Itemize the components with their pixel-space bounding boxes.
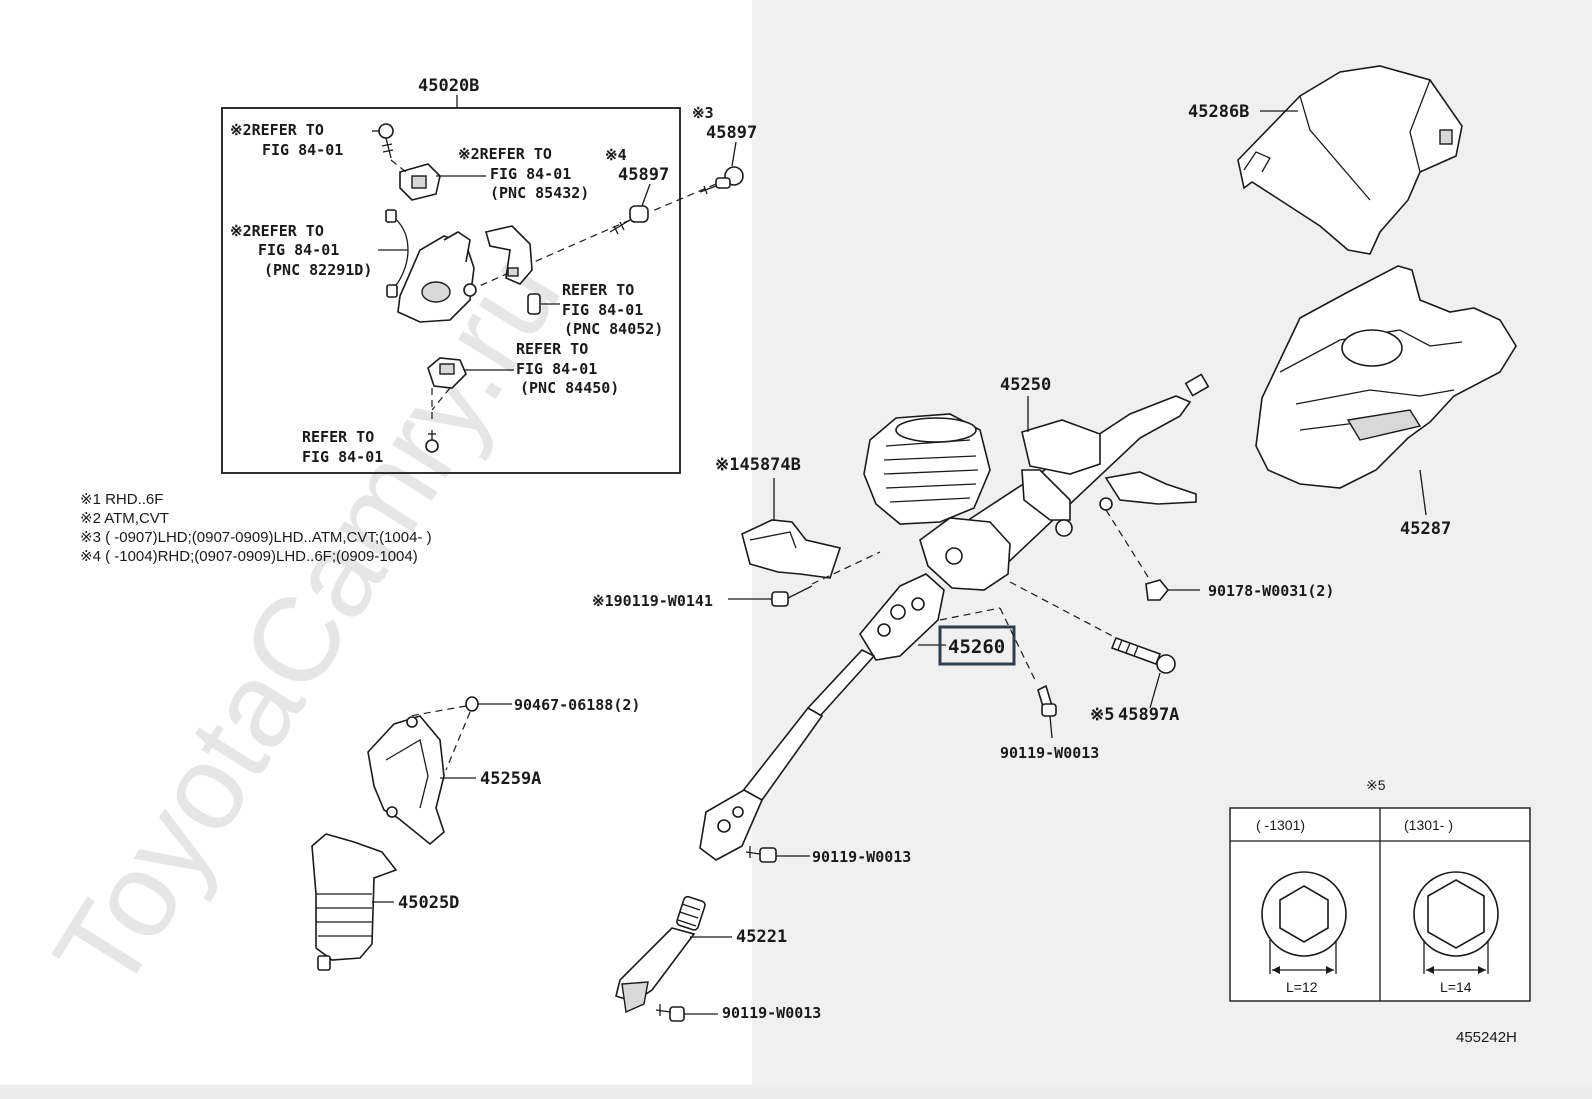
part-number-45250: 45250 bbox=[1000, 375, 1051, 395]
steering-column-assembly-icon bbox=[863, 373, 1210, 591]
part-number-90119-a: 90119-W0013 bbox=[1000, 744, 1099, 762]
note-line: ※4 ( -1004)RHD;(0907-0909)LHD..6F;(0909-… bbox=[80, 548, 418, 565]
column-hole-cover-icon bbox=[367, 715, 445, 846]
lower-column-cover-icon bbox=[1255, 265, 1517, 489]
clip-icon bbox=[465, 696, 479, 712]
group-part-number: 45020B bbox=[418, 76, 479, 96]
part-number-90119-b: 90119-W0013 bbox=[812, 848, 911, 866]
part-number-45286b: 45286B bbox=[1188, 102, 1249, 122]
part-number-90178: 90178-W0031(2) bbox=[1208, 582, 1334, 600]
steering-shaft-icon bbox=[615, 895, 706, 1014]
part-number-45897-b: 45897 bbox=[706, 123, 757, 143]
bolt-icon bbox=[771, 585, 813, 607]
bolt-icon bbox=[699, 166, 744, 195]
bottom-strip bbox=[0, 1085, 1592, 1099]
callout-mark: ※2 bbox=[230, 121, 252, 139]
hex-bolt-head-icon bbox=[1261, 871, 1347, 974]
callout-line: REFER TO bbox=[562, 281, 634, 299]
upper-column-cover-icon bbox=[1237, 65, 1463, 255]
callout-line: REFER TO bbox=[480, 145, 552, 163]
hex-bolt-head-icon bbox=[1413, 871, 1499, 974]
callout-mark: ※3 bbox=[692, 104, 714, 122]
callout-mark: ※2 bbox=[458, 145, 480, 163]
svg-text:※2REFER TO: ※2REFER TO bbox=[458, 145, 552, 163]
callout-mark: ※2 bbox=[230, 222, 252, 240]
callout-line: REFER TO bbox=[252, 222, 324, 240]
steering-lock-body-icon bbox=[397, 225, 533, 323]
callout-line: FIG 84-01 bbox=[490, 165, 571, 183]
inset-table: ※5 ( -1301) (1301- ) L=12 bbox=[1229, 777, 1531, 1002]
callout-line: FIG 84-01 bbox=[302, 448, 383, 466]
callout-mark: ※5 bbox=[1090, 705, 1114, 725]
part-number-90119-c: 90119-W0013 bbox=[722, 1004, 821, 1022]
part-number-45260: 45260 bbox=[948, 636, 1005, 658]
notes-block: ※1 RHD..6F ※2 ATM,CVT ※3 ( -0907)LHD;(09… bbox=[80, 491, 432, 565]
callout-mark: ※4 bbox=[605, 146, 627, 164]
group-box-45020b: 45020B ※2REFER TO FIG 84-01 ※2REFER TO F… bbox=[221, 76, 757, 474]
callout-line: FIG 84-01 bbox=[562, 301, 643, 319]
background-left bbox=[0, 0, 752, 1099]
svg-text:※2REFER TO: ※2REFER TO bbox=[230, 222, 324, 240]
screw-icon bbox=[378, 123, 394, 159]
note-line: ※1 RHD..6F bbox=[80, 491, 163, 508]
column-boot-icon bbox=[311, 833, 398, 971]
pin-icon bbox=[527, 293, 541, 315]
part-number-45259a: 45259A bbox=[480, 769, 541, 789]
part-number-45897a: 45897A bbox=[1118, 705, 1179, 725]
svg-text:※2REFER TO: ※2REFER TO bbox=[230, 121, 324, 139]
callout-line: FIG 84-01 bbox=[258, 241, 339, 259]
inset-col2-dim: L=14 bbox=[1440, 979, 1472, 995]
note-line: ※3 ( -0907)LHD;(0907-0909)LHD..ATM,CVT;(… bbox=[80, 529, 432, 546]
figure-id: 455242H bbox=[1456, 1029, 1517, 1046]
callout-line: REFER TO bbox=[252, 121, 324, 139]
ignition-switch-icon bbox=[427, 357, 467, 420]
switch-sensor-icon bbox=[390, 159, 441, 201]
part-number-190119: ※190119-W0141 bbox=[592, 592, 713, 610]
note-line: ※2 ATM,CVT bbox=[80, 510, 169, 527]
callout-line: FIG 84-01 bbox=[262, 141, 343, 159]
screw-icon bbox=[425, 430, 439, 453]
bolt-icon bbox=[745, 846, 777, 863]
bolt-icon bbox=[1110, 636, 1176, 674]
nut-icon bbox=[1145, 579, 1170, 601]
callout-line: (PNC 82291D) bbox=[264, 261, 372, 279]
inset-col1-dim: L=12 bbox=[1286, 979, 1318, 995]
inset-col2-header: (1301- ) bbox=[1404, 817, 1453, 833]
bolt-icon bbox=[655, 1004, 685, 1022]
part-number-145874b: ※145874B bbox=[715, 455, 801, 475]
inset-col1-header: ( -1301) bbox=[1256, 817, 1305, 833]
inset-mark: ※5 bbox=[1366, 777, 1386, 793]
highlight-box bbox=[938, 625, 1016, 666]
callout-line: (PNC 84052) bbox=[564, 320, 663, 338]
callout-line: FIG 84-01 bbox=[516, 360, 597, 378]
part-number-45025d: 45025D bbox=[398, 893, 459, 913]
intermediate-shaft-icon bbox=[699, 573, 945, 861]
part-number-45287: 45287 bbox=[1400, 519, 1451, 539]
part-number-45221: 45221 bbox=[736, 927, 787, 947]
watermark-text: ToyotaCamry.ru bbox=[28, 232, 586, 1014]
callout-line: REFER TO bbox=[516, 340, 588, 358]
bolt-icon bbox=[1037, 684, 1057, 717]
column-cover-bracket-icon bbox=[741, 519, 842, 579]
group-box-border bbox=[221, 107, 681, 474]
part-number-90467: 90467-06188(2) bbox=[514, 696, 640, 714]
callout-line: REFER TO bbox=[302, 428, 374, 446]
part-number-45897-a: 45897 bbox=[618, 165, 669, 185]
callout-line: (PNC 85432) bbox=[490, 184, 589, 202]
callout-line: (PNC 84450) bbox=[520, 379, 619, 397]
